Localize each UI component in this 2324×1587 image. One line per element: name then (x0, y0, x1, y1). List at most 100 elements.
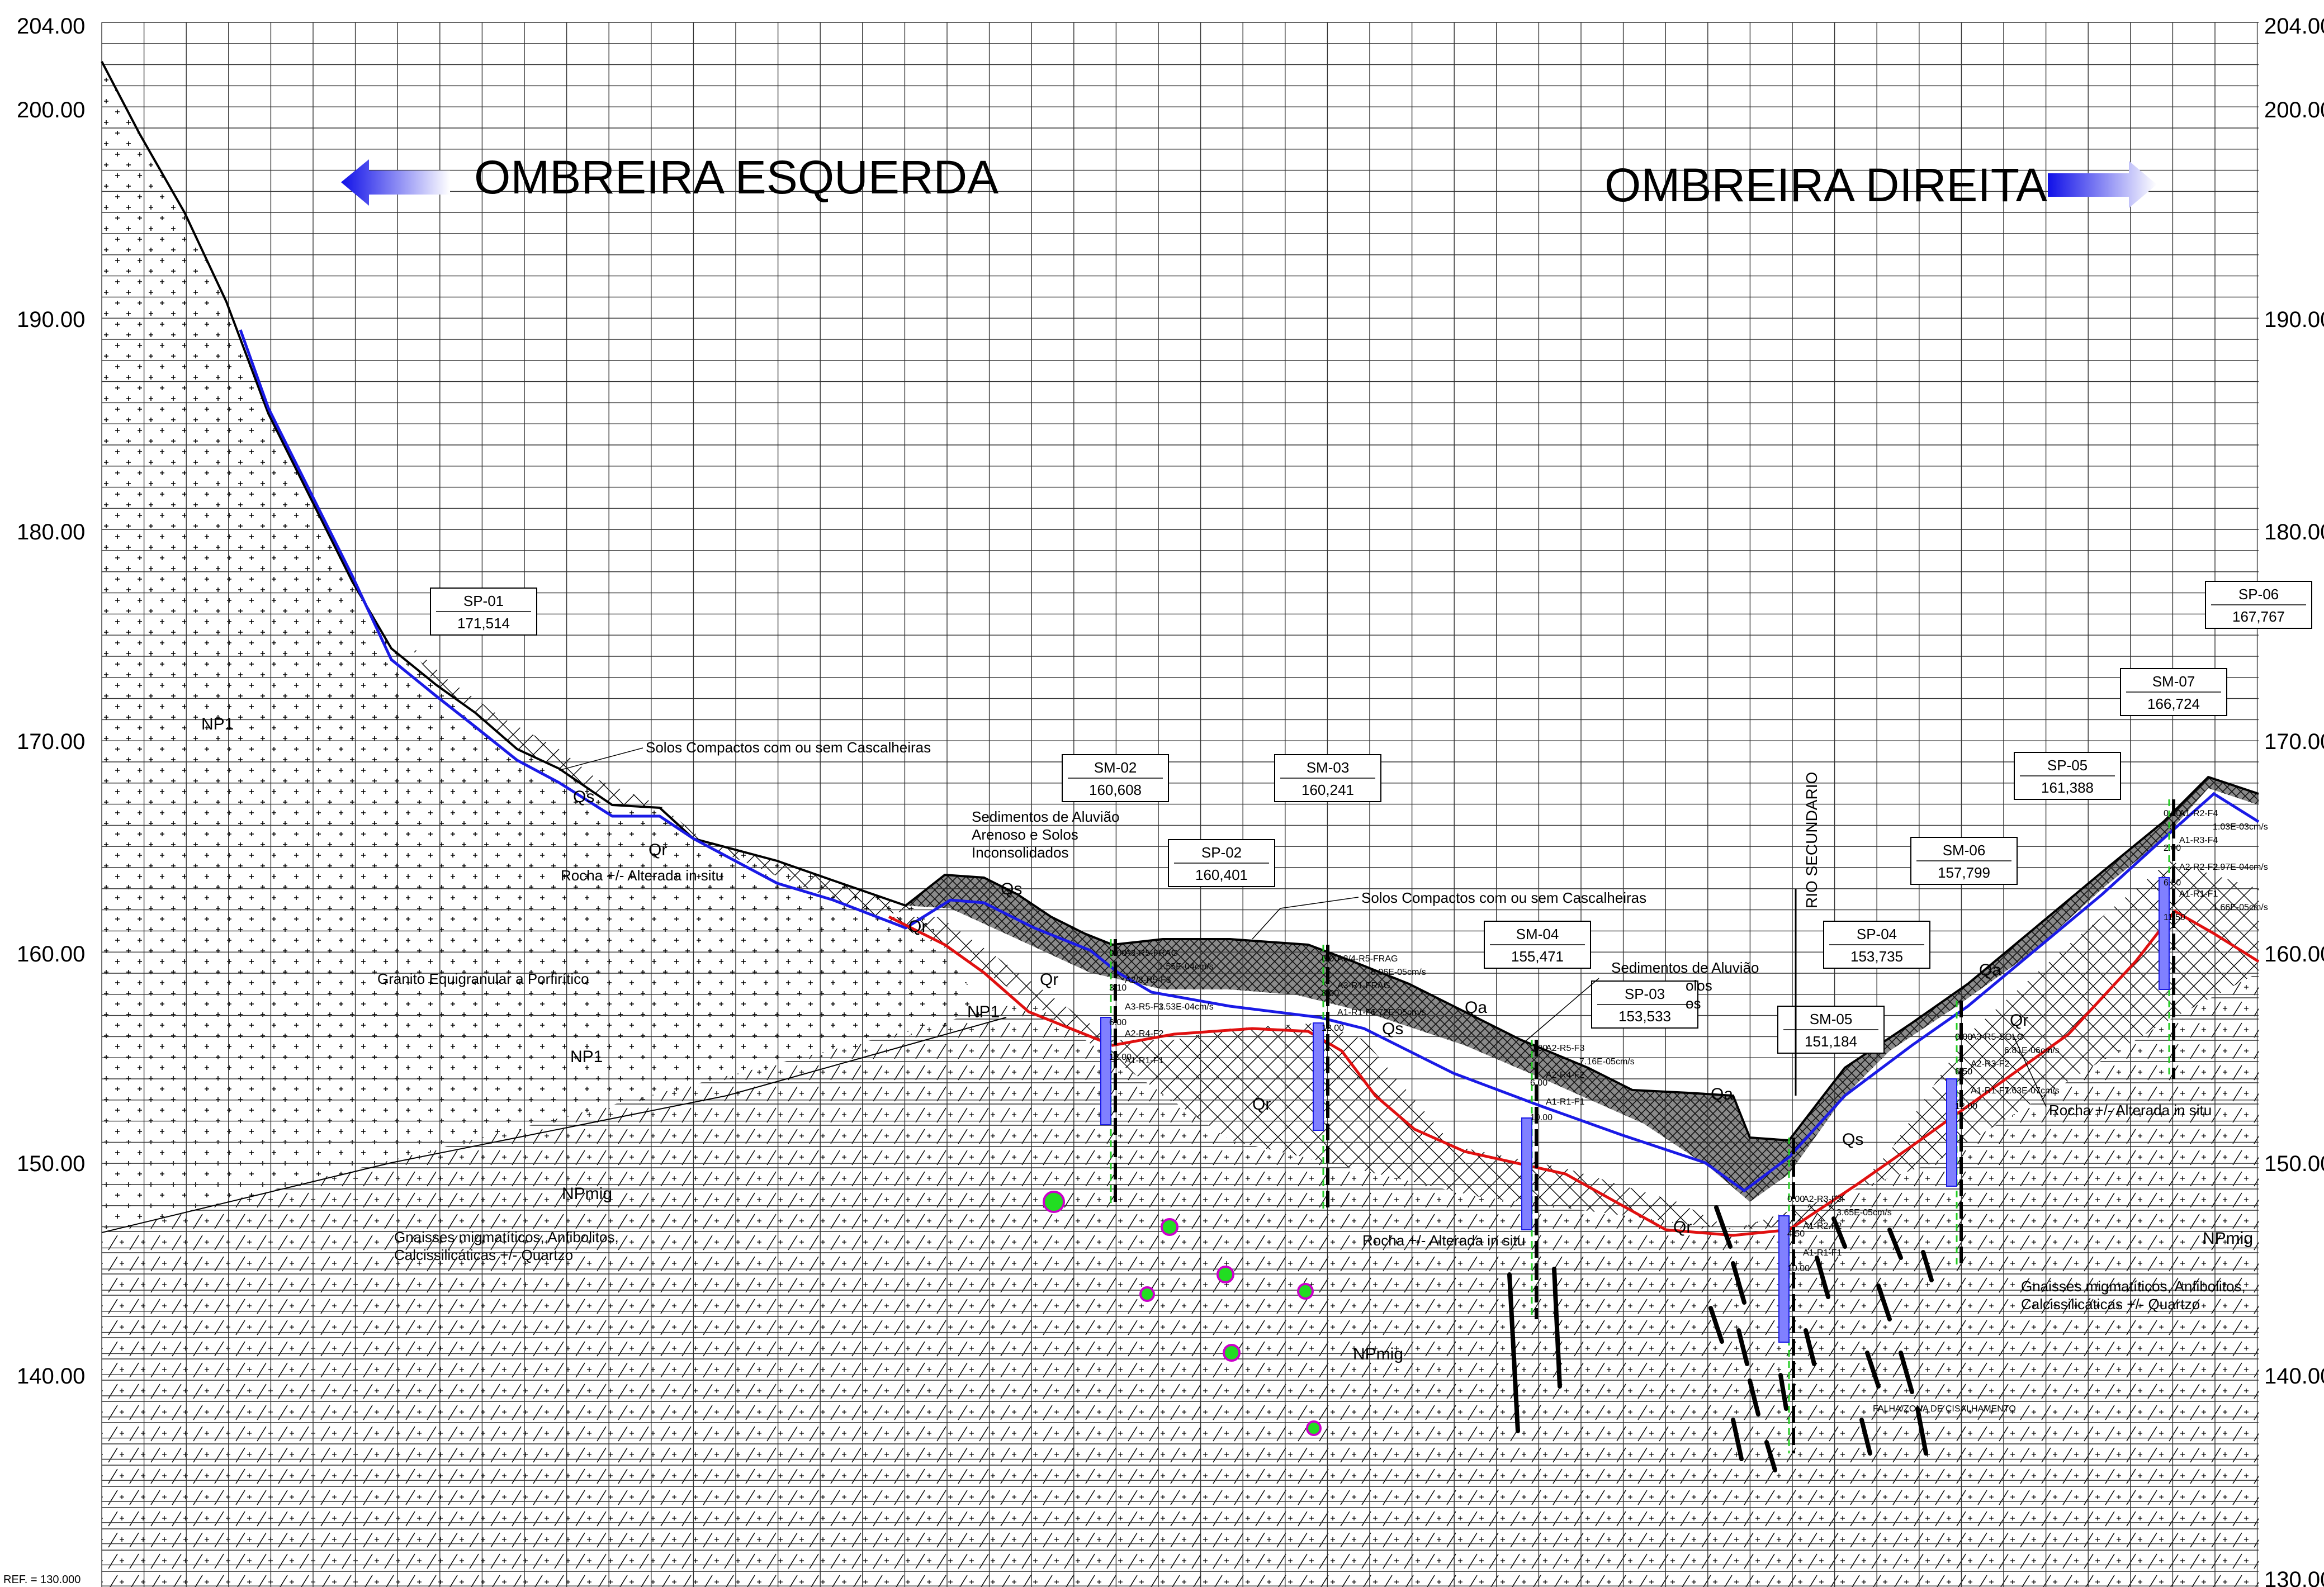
log-tag-sm03_k2: 6.72E-05cm/s (1371, 1008, 1426, 1017)
unit-qr-d: Qr (1252, 1095, 1271, 1114)
log-tag-sm06_3: A1-R1-F1 (1971, 1086, 2009, 1096)
log-tag-sm05_3: A1-R1-F1 (1803, 1248, 1842, 1258)
elev-180-left: 180.00 (17, 520, 85, 544)
log-tag-sm07_d3: 6.50 (2164, 878, 2181, 888)
fault-dash-8 (1815, 1256, 1830, 1299)
borehole-elevation: 157,799 (1938, 864, 1990, 881)
elev-170-left: 170.00 (17, 729, 85, 754)
fault-dash-13 (1865, 1351, 1881, 1389)
elev-190-right: 190.00 (2264, 307, 2324, 332)
sample-marker-3 (1139, 1286, 1155, 1302)
elev-190-left: 190.00 (17, 307, 85, 332)
elev-150-left: 150.00 (17, 1152, 85, 1176)
fault-dash-9 (1831, 1216, 1847, 1249)
log-tag-sm02_d3: 6.00 (1109, 1018, 1126, 1027)
annot-rocha-3: Rocha +/- Alterada in situ (2049, 1102, 2212, 1119)
elev-160-left: 160.00 (17, 942, 85, 967)
borehole-elevation: 153,735 (1850, 948, 1903, 965)
borehole-elevation: 160,401 (1195, 866, 1248, 883)
log-tag-sm02_4: A2-R4-F2 (1125, 1029, 1163, 1039)
sample-marker-0 (1043, 1191, 1065, 1213)
borehole-name: SP-03 (1625, 986, 1665, 1002)
borehole-name: SM-05 (1810, 1011, 1853, 1027)
fault-dash-19 (1552, 1267, 1562, 1389)
annot-gnaisses-r1: Gnaisses migmatíticos, Anfibolitos, (2021, 1278, 2246, 1295)
log-tag-sm02_1: A3-R5-FRAG (1125, 949, 1178, 958)
log-tag-sm03_2: A3-R1-FRAG (1337, 981, 1390, 991)
log-tag-sm07_d1: 0.00 (2164, 809, 2181, 818)
borehole-elevation: 166,724 (2147, 695, 2200, 712)
log-tag-sm03_d1: 0.00 (1322, 954, 1339, 964)
log-tag-sm06_k2: 7.63E-07cm/s (2004, 1086, 2060, 1096)
annot-shear-zone: FALHA/ZONA DE CISALHAMENTO (1873, 1404, 2016, 1414)
unit-qr-b: Qr (908, 917, 927, 936)
borehole-elevation: 160,608 (1089, 781, 1142, 798)
fault-dash-12 (1887, 1228, 1903, 1260)
borehole-shaft-4 (1946, 1001, 1963, 1269)
annot-rocha-1: Rocha +/- Alterada in situ (561, 867, 723, 884)
sample-marker-5 (1223, 1344, 1241, 1362)
borehole-name: SP-01 (463, 593, 504, 609)
borehole-sm-02: SM-02 160,608 (1062, 754, 1169, 802)
fault-dash-3 (1736, 1328, 1749, 1366)
log-tag-sm07_k1: 1.03E-03cm/s (2213, 822, 2268, 832)
log-tag-sm02_2: A2/3-R5-F3 (1125, 975, 1171, 985)
unit-qa-b: Qa (1711, 1085, 1733, 1103)
fault-dash-2 (1708, 1306, 1724, 1344)
right-abutment-header: OMBREIRA DIREITA (1604, 159, 2157, 211)
fault-dash-14 (1899, 1351, 1914, 1394)
river-label: RIO SECUNDARIO (1803, 772, 1820, 908)
sample-marker-6 (1306, 1420, 1322, 1436)
elev-160-right: 160.00 (2264, 942, 2324, 967)
unit-npmig-b: NPmig (1353, 1345, 1403, 1363)
borehole-logs: SP-01171,514SM-02160,608SP-02160,401SM-0… (430, 581, 2312, 1453)
borehole-name: SP-05 (2047, 757, 2088, 774)
borehole-name: SP-04 (1857, 926, 1897, 942)
sample-markers (1043, 1191, 1322, 1436)
borehole-elevation: 155,471 (1511, 948, 1564, 965)
unit-npmig-c: NPmig (2203, 1229, 2253, 1248)
unit-np1-a: NP1 (201, 715, 234, 733)
unit-qs-a: Qs (573, 788, 594, 806)
log-tag-sm07_d2: 2.00 (2164, 844, 2181, 853)
elev-200-left: 200.00 (17, 98, 85, 122)
sample-marker-1 (1161, 1218, 1178, 1236)
log-tag-sm07_k3: 1.66E-05cm/s (2213, 903, 2268, 912)
unit-qs-d: Qs (1842, 1130, 1863, 1149)
fault-zone-dashes (1507, 1205, 1934, 1472)
soil-qs-qa-area (906, 777, 2259, 1202)
fault-dash-16 (1859, 1418, 1872, 1456)
log-tag-sm04_d1: 0.00 (1530, 1044, 1547, 1053)
borehole-shaft-2 (1521, 1040, 1538, 1319)
right-abutment-title: OMBREIRA DIREITA (1604, 159, 2047, 211)
log-tag-sm07_4: A1-R1-F1 (2179, 889, 2218, 899)
fault-dash-18 (1507, 1272, 1520, 1433)
annot-sed-1b: Arenoso e Solos (972, 826, 1078, 843)
borehole-elevation: 167,767 (2232, 608, 2285, 625)
elev-204-left: 204.00 (17, 14, 85, 39)
unit-labels: NP1 NP1 NP1 NPmig NPmig NPmig Qs Qs Qs Q… (201, 715, 2253, 1363)
log-tag-sm06_d1: 0.00 (1955, 1032, 1972, 1042)
fault-dash-0 (1714, 1205, 1733, 1249)
left-abutment-header: OMBREIRA ESQUERDA (341, 151, 998, 206)
unit-np1-b: NP1 (570, 1048, 603, 1066)
borehole-shaft-0 (1100, 939, 1117, 1207)
annot-granito: Granito Equigranular a Porfirítico (377, 970, 589, 987)
fault-dash-11 (1876, 1283, 1892, 1321)
log-tag-sm07_3: A2-R2-F2 (2179, 863, 2218, 872)
borehole-name: SM-02 (1094, 759, 1137, 776)
fault-dash-5 (1731, 1418, 1744, 1461)
log-tag-sm06_d2: 6.50 (1955, 1067, 1972, 1077)
fault-dash-15 (1921, 1250, 1934, 1282)
log-tag-sm03_d2: 8.00 (1322, 989, 1339, 998)
annot-gnaisses-l1: Gnaisses migmatíticos, Anfibolitos, (394, 1229, 619, 1245)
borehole-name: SP-02 (1201, 844, 1242, 861)
log-tag-sm03_d3: 12.00 (1322, 1024, 1344, 1033)
log-tag-sm07_k2: 2.97E-04cm/s (2213, 863, 2268, 872)
log-tag-sm03_k1: 8.06E-05cm/s (1371, 968, 1426, 977)
